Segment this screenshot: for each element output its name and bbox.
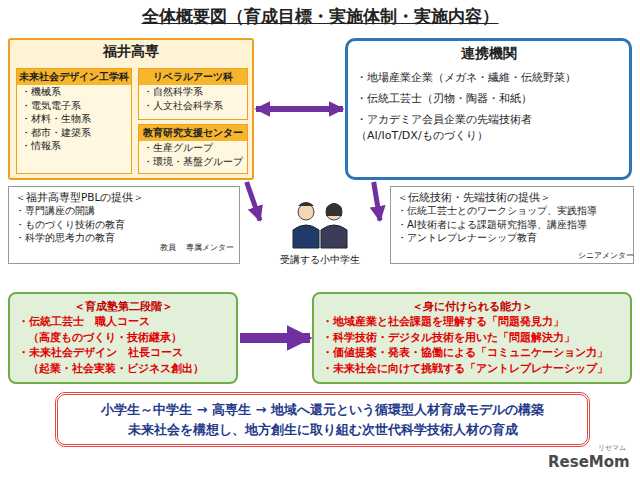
- node-text: ・電気電子系: [17, 99, 131, 113]
- node-text: ・材料・生物系: [17, 112, 131, 126]
- students-icon-part: [326, 204, 342, 220]
- students-icon: [293, 202, 347, 248]
- node-text: ・専門講座の開講: [15, 204, 233, 218]
- connector-arrow: [256, 106, 343, 112]
- node-heading: 福井高専: [10, 40, 252, 64]
- node-text: ・伝統工芸士とのワークショップ、実践指導: [397, 204, 627, 218]
- stage-box: ＜育成塾第二段階＞・伝統工芸士 職人コース （高度ものづくり・技術継承）・未来社…: [8, 292, 238, 384]
- ability-box: ＜身に付けられる能力＞・地域産業と社会課題を理解する「問題発見力」・科学技術・デ…: [312, 292, 632, 384]
- diagram-title: 全体概要図（育成目標・実施体制・実施内容）: [0, 5, 640, 27]
- icon-caption: 教員: [160, 243, 176, 253]
- node-text: ・未来社会デザイン 社長コース （起業・社会実装・ビジネス創出）: [18, 345, 228, 376]
- node-heading: ＜伝統技術・先端技術の提供＞: [397, 190, 627, 204]
- node-text: ・科学的思考力の教育: [15, 231, 233, 245]
- students-icon-part: [326, 203, 342, 216]
- node-heading: 未来社会デザイン工学科: [17, 69, 131, 85]
- node-text: ・機械系: [17, 85, 131, 99]
- watermark: ReseMom: [548, 453, 630, 471]
- node-text: ・ものづくり技術の教育: [15, 218, 233, 232]
- node-heading: 連携機関: [356, 44, 621, 64]
- icon-caption: 専属メンター: [186, 243, 234, 253]
- connector-arrow: [240, 333, 310, 343]
- partner-box: 連携機関・地場産業企業（メガネ・繊維・伝統野菜） ・伝統工芸士（刃物・陶器・和紙）…: [345, 38, 632, 180]
- node-text: ・情報系: [17, 139, 131, 153]
- node-text: ・AI技術者による課題研究指導、講座指導: [397, 218, 627, 232]
- node-text: ・自然科学系: [139, 85, 247, 99]
- node-text: 未来社会を構想し、地方創生に取り組む次世代科学技術人材の育成: [68, 420, 577, 440]
- students-icon-part: [293, 225, 319, 248]
- node-text: ・アカデミア会員企業の先端技術者 （AI/IoT/DX/ものづくり）: [356, 112, 588, 143]
- node-heading: ＜身に付けられる能力＞: [322, 299, 622, 314]
- students-icon-part: [298, 202, 314, 206]
- department-box: リベラルアーツ科・自然科学系・人文社会科学系: [138, 68, 248, 120]
- department-box: 未来社会デザイン工学科・機械系・電気電子系・材料・生物系・都市・建築系・情報系: [16, 68, 132, 174]
- connector-arrow: [247, 182, 260, 221]
- goal-box: 小学生～中学生 → 高専生 → 地域へ還元という循環型人材育成モデルの構築未来社…: [55, 392, 590, 447]
- node-heading: ＜育成塾第二段階＞: [18, 299, 228, 314]
- node-text: ・未来社会に向けて挑戦する「アントレプレナーシップ」: [322, 361, 622, 376]
- node-heading: 受講する小中学生: [262, 253, 378, 266]
- students-icon-part: [298, 204, 314, 220]
- node-text: ・アントレプレナーシップ教育: [397, 231, 627, 245]
- connector-arrow: [374, 182, 380, 221]
- node-text: ・人文社会科学系: [139, 99, 247, 113]
- node-text: ・環境・基盤グループ: [139, 155, 247, 169]
- watermark: リセマム: [598, 444, 626, 452]
- offer-box: ＜福井高専型PBLの提供＞・専門講座の開講・ものづくり技術の教育・科学的思考力の…: [8, 186, 240, 264]
- node-text: ・科学技術・デジタル技術を用いた「問題解決力」: [322, 330, 622, 345]
- node-text: ・伝統工芸士（刃物・陶器・和紙）: [356, 91, 588, 106]
- node-heading: ＜福井高専型PBLの提供＞: [15, 190, 233, 204]
- node-text: ・地域産業と社会課題を理解する「問題発見力」: [322, 314, 622, 329]
- node-heading: リベラルアーツ科: [139, 69, 247, 85]
- students-node: 受講する小中学生: [262, 196, 378, 266]
- node-heading: 小学生～中学生 → 高専生 → 地域へ還元という循環型人材育成モデルの構築: [68, 400, 577, 420]
- node-text: ・生産グループ: [139, 141, 247, 155]
- node-text: ・価値提案・発表・協働による「コミュニケーション力」: [322, 345, 622, 360]
- department-box: 教育研究支援センター・生産グループ・環境・基盤グループ: [138, 124, 248, 174]
- students-icon-part: [321, 225, 347, 248]
- icon-caption: シニアメンター: [578, 251, 634, 260]
- node-text: ・伝統工芸士 職人コース （高度ものづくり・技術継承）: [18, 314, 228, 345]
- node-heading: 教育研究支援センター: [139, 125, 247, 141]
- organization-box: 福井高専未来社会デザイン工学科・機械系・電気電子系・材料・生物系・都市・建築系・…: [8, 38, 254, 180]
- node-text: ・都市・建築系: [17, 126, 131, 140]
- node-text: ・地場産業企業（メガネ・繊維・伝統野菜）: [356, 70, 588, 85]
